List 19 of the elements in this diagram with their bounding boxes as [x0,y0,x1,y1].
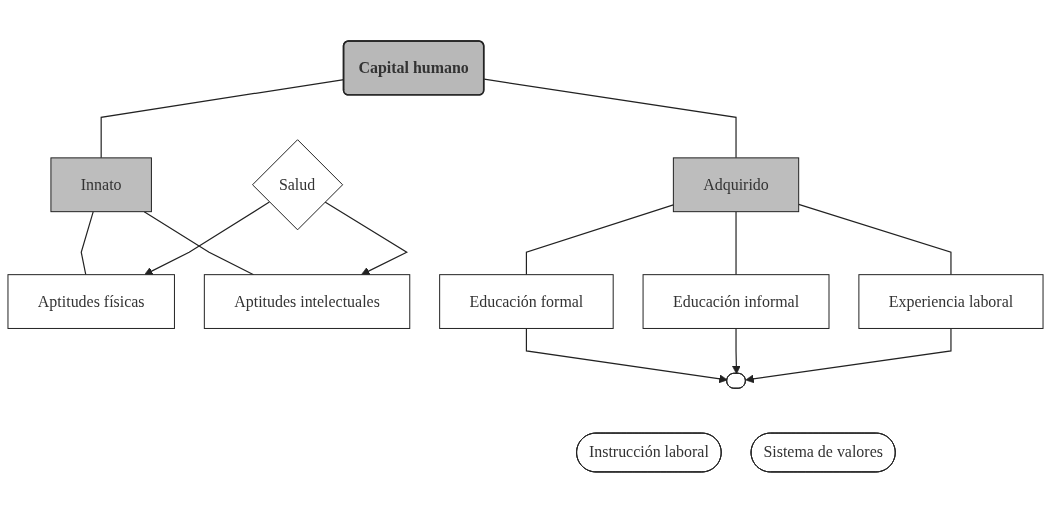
connector [798,203,952,276]
connector [735,211,737,276]
connector [80,211,94,276]
node-box: Adquirido [672,157,800,213]
node-diamond: Salud [252,139,344,231]
node-box: Educación informal [642,274,830,329]
node-box: Innato [50,157,152,213]
arrow [731,327,741,375]
connector [525,204,674,276]
node-box: Experiencia laboral [858,274,1044,329]
node-box: Educación formal [439,274,614,329]
arrow [144,201,270,276]
arrow [745,327,952,384]
arrow [525,327,728,384]
arrow [324,201,408,276]
connector [483,78,737,159]
connector [143,211,255,276]
node-box: Aptitudes intelectuales [203,274,411,329]
node-box: Aptitudes físicas [7,274,175,329]
